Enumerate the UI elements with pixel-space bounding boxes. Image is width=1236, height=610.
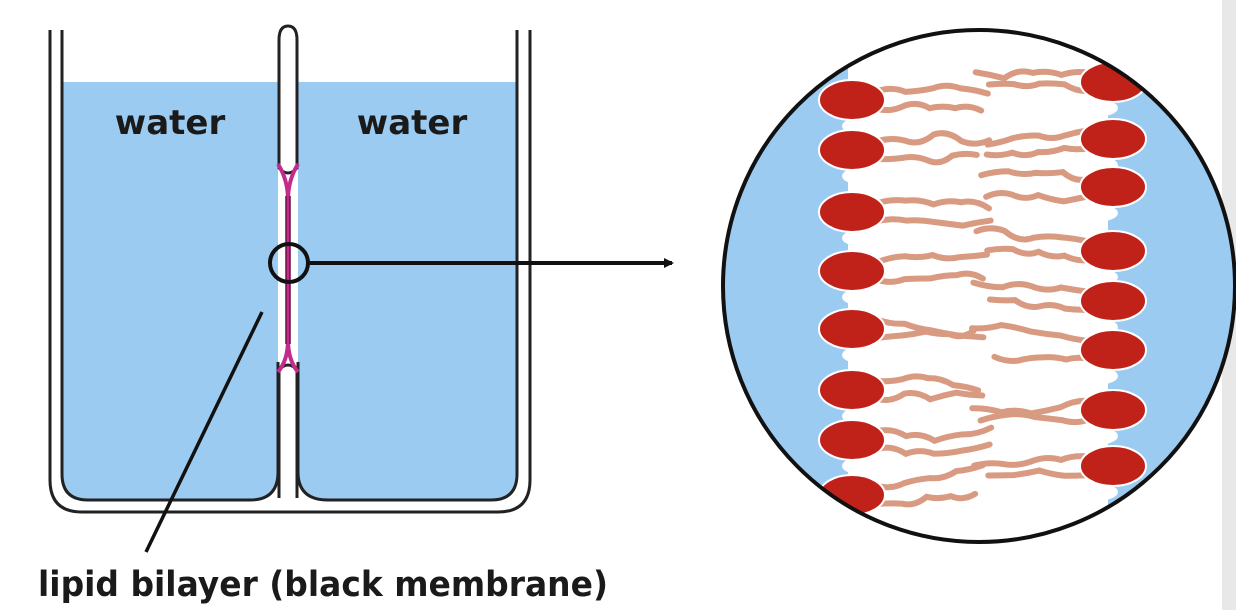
lipid-tail: [968, 321, 1093, 344]
lipid-head: [1079, 230, 1147, 272]
lipid-tail: [984, 127, 1093, 148]
lipid-tail: [875, 424, 995, 445]
water-edge-notch: [1074, 483, 1118, 501]
lipid-heads-right: [1079, 61, 1147, 487]
membrane-film: [276, 162, 300, 374]
caption-pointer-line: [144, 311, 264, 553]
lipid-head: [818, 250, 886, 292]
lipid-tail: [991, 353, 1093, 364]
lipid-head: [1079, 118, 1147, 160]
membrane-caption: lipid bilayer (black membrane): [38, 565, 608, 605]
lipid-tail: [875, 82, 991, 97]
water-edge-notch: [1074, 99, 1118, 117]
lipid-tail: [875, 216, 994, 229]
lipid-head: [818, 79, 886, 121]
water-label-left: water: [115, 103, 226, 143]
water-edge-notch: [1074, 204, 1118, 222]
lipid-tail: [875, 130, 993, 147]
vessel-outer-wall: [48, 30, 532, 514]
lipid-tail: [972, 68, 1093, 82]
partition-bottom: [279, 365, 297, 498]
lipid-tail: [875, 389, 986, 403]
water-edge-notch: [1074, 427, 1118, 445]
lipid-head: [818, 369, 886, 411]
lipid-tail: [875, 462, 986, 491]
lipid-tail: [875, 441, 993, 458]
lipid-tail: [983, 189, 1093, 205]
lipid-head: [1079, 329, 1147, 371]
lipid-tail: [875, 490, 979, 508]
lipid-tail: [985, 467, 1093, 479]
lipid-heads-left: [818, 79, 886, 516]
water-edge-notch: [842, 457, 886, 475]
water-edge-notch: [842, 229, 886, 247]
lipid-tail: [875, 251, 991, 265]
lipid-head: [1079, 389, 1147, 431]
lipid-tail: [875, 100, 985, 114]
lipid-tail: [978, 168, 1093, 183]
lipid-head: [1079, 280, 1147, 322]
lipid-tail: [973, 225, 1093, 245]
water-edge-notch: [842, 288, 886, 306]
water-edge-notch: [842, 346, 886, 364]
lipid-head: [818, 308, 886, 350]
water-edge-notch: [842, 167, 886, 185]
lipid-tail: [983, 144, 1093, 159]
lipid-tail: [985, 80, 1093, 95]
lipid-tail: [875, 197, 992, 212]
lipid-tail: [984, 245, 1093, 264]
lipid-tail: [971, 453, 1093, 469]
water-left-chamber: [62, 82, 278, 500]
water-label-right: water: [357, 103, 468, 143]
lipid-tail: [977, 411, 1093, 426]
lipid-tail: [986, 296, 1093, 314]
right-water-edge: [1074, 99, 1118, 501]
partition-top: [277, 24, 299, 175]
lipid-tail: [875, 373, 982, 394]
vessel-inner-wall-right: [296, 30, 519, 502]
lipid-head: [818, 129, 886, 171]
water-edge-notch: [1074, 367, 1118, 385]
lipid-tails: [875, 68, 1093, 508]
lipid-head: [818, 191, 886, 233]
lipid-tail: [875, 327, 977, 341]
lipid-head: [1079, 166, 1147, 208]
water-right-chamber: [298, 82, 517, 500]
lipid-tail: [970, 279, 1093, 295]
lipid-tail: [875, 150, 980, 166]
lipid-head: [818, 419, 886, 461]
bilayer-zoom-view: [721, 28, 1236, 544]
lipid-tail: [875, 270, 986, 285]
lipid-head: [1079, 445, 1147, 487]
vessel-inner-wall-left: [60, 30, 280, 502]
